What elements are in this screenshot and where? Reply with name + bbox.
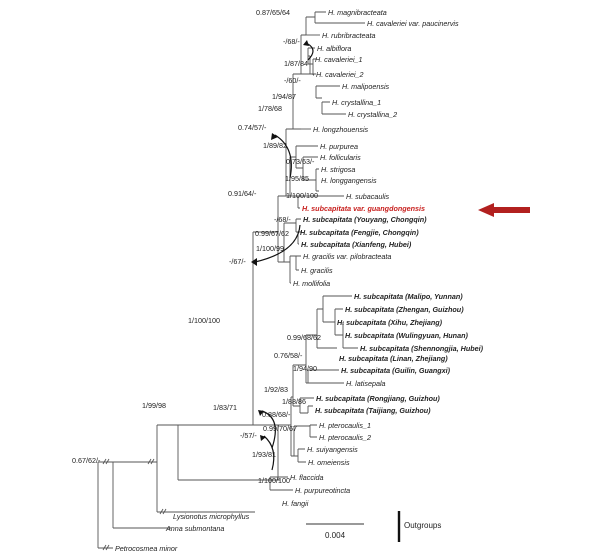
tip-label: H. pterocaulis_1 — [319, 421, 371, 430]
tip-label: H. subcapitata (Wulingyuan, Hunan) — [345, 331, 468, 340]
tip-label: H. malipoensis — [342, 82, 390, 91]
tip-label: H. flaccida — [290, 473, 324, 482]
node-support: -/68/- — [283, 37, 300, 46]
tip-label: H. fangii — [282, 499, 309, 508]
tip-label: H. purpureotincta — [295, 486, 350, 495]
tip-label: H. crystallina_1 — [332, 98, 381, 107]
tip-label: H. subcapitata (Youyang, Chongqin) — [303, 215, 427, 224]
tip-label: H. suiyangensis — [307, 445, 358, 454]
tip-label: H. subcapitata (Malipo, Yunnan) — [354, 292, 463, 301]
tip-label: Anna submontana — [165, 524, 224, 533]
node-support: -/68/- — [274, 215, 291, 224]
tip-label: H. subacaulis — [346, 192, 390, 201]
tip-label: H. subcapitata (Xianfeng, Hubei) — [301, 240, 412, 249]
node-support: 1/92/83 — [264, 385, 288, 394]
tip-label: H. cavaleriei var. paucinervis — [367, 19, 459, 28]
tip-label: H. subcapitata (Zhengan, Guizhou) — [345, 305, 464, 314]
node-support: 1/100/99 — [256, 244, 284, 253]
node-support: 0.99/70/67 — [263, 424, 297, 433]
tip-label: Lysionotus microphyllus — [173, 512, 250, 521]
tip-label: H. latisepala — [346, 379, 386, 388]
tip-label: H. cavaleriei_2 — [316, 70, 364, 79]
support-arrows — [251, 40, 314, 471]
node-support: 0.99/67/62 — [255, 229, 289, 238]
tip-label: H. omeiensis — [308, 458, 350, 467]
node-support: 1/88/86 — [282, 397, 306, 406]
node-support: 1/93/81 — [252, 450, 276, 459]
tip-label: H. crystallina_2 — [348, 110, 397, 119]
tip-label: H. strigosa — [321, 165, 355, 174]
highlight-arrow — [478, 203, 530, 217]
tip-label: H. subcapitata (Linan, Zhejiang) — [339, 354, 448, 363]
node-support: 0.91/64/- — [228, 189, 257, 198]
node-support: 0.76/58/- — [274, 351, 303, 360]
scale-bar-label: 0.004 — [325, 531, 346, 540]
node-support: 0.87/65/64 — [256, 8, 290, 17]
node-support: 1/99/98 — [142, 401, 166, 410]
tip-label: H. follicularis — [320, 153, 361, 162]
node-support: 0.73/63/- — [286, 157, 315, 166]
scale-bar: 0.004 — [306, 523, 364, 540]
tip-label: H. subcapitata (Guilin, Guangxi) — [341, 366, 451, 375]
outgroups-label: Outgroups — [404, 521, 441, 530]
tip-label: H. subcapitata (Xihu, Zhejiang) — [337, 318, 443, 327]
node-support: 1/87/84 — [284, 59, 308, 68]
tip-label: H. subcapitata (Shennongjia, Hubei) — [360, 344, 484, 353]
tip-label: H. subcapitata (Fengjie, Chongqin) — [300, 228, 419, 237]
tip-label: H. pterocaulis_2 — [319, 433, 371, 442]
node-support: 1/78/68 — [258, 104, 282, 113]
tip-label: H. gracilis — [301, 266, 333, 275]
tip-label: H. subcapitata (Taijiang, Guizhou) — [315, 406, 431, 415]
node-support: 0.88/68/- — [262, 410, 291, 419]
tip-label: H. subcapitata (Rongjiang, Guizhou) — [316, 394, 440, 403]
node-support: 1/89/82 — [263, 141, 287, 150]
tip-label: H. gracilis var. pilobracteata — [303, 252, 391, 261]
tip-label: H. albiflora — [317, 44, 351, 53]
node-support: 1/95/85 — [285, 174, 309, 183]
node-support: 1/83/71 — [213, 403, 237, 412]
tip-labels: H. magnibracteata H. cavaleriei var. pau… — [115, 8, 484, 553]
node-support: 0.67/62/- — [72, 456, 101, 465]
node-support: 1/100/100 — [188, 316, 220, 325]
node-support: -/60/- — [284, 76, 301, 85]
node-support: -/67/- — [229, 257, 246, 266]
tip-label: H. cavaleriei_1 — [315, 55, 363, 64]
tip-label-highlighted: H. subcapitata var. guangdongensis — [302, 204, 425, 213]
node-support: 1/94/87 — [272, 92, 296, 101]
node-support-labels: 0.87/65/64 -/68/- 1/87/84 -/60/- 1/94/87… — [72, 8, 321, 485]
tip-label: H. magnibracteata — [328, 8, 387, 17]
node-support: 0.99/68/62 — [287, 333, 321, 342]
tree-branches — [97, 11, 365, 551]
tip-label: H. longzhouensis — [313, 125, 369, 134]
node-support: 1/94/90 — [293, 364, 317, 373]
node-support: -/57/- — [240, 431, 257, 440]
tip-label: H. mollifolia — [293, 279, 330, 288]
tip-label: H. rubribracteata — [322, 31, 376, 40]
node-support: 1/100/100 — [258, 476, 290, 485]
outgroups-marker: Outgroups — [397, 511, 441, 542]
tip-label: Petrocosmea minor — [115, 544, 178, 553]
tip-label: H. longgangensis — [321, 176, 377, 185]
tip-label: H. purpurea — [320, 142, 358, 151]
node-support: 0.74/57/- — [238, 123, 267, 132]
node-support: 1/100/100 — [286, 191, 318, 200]
